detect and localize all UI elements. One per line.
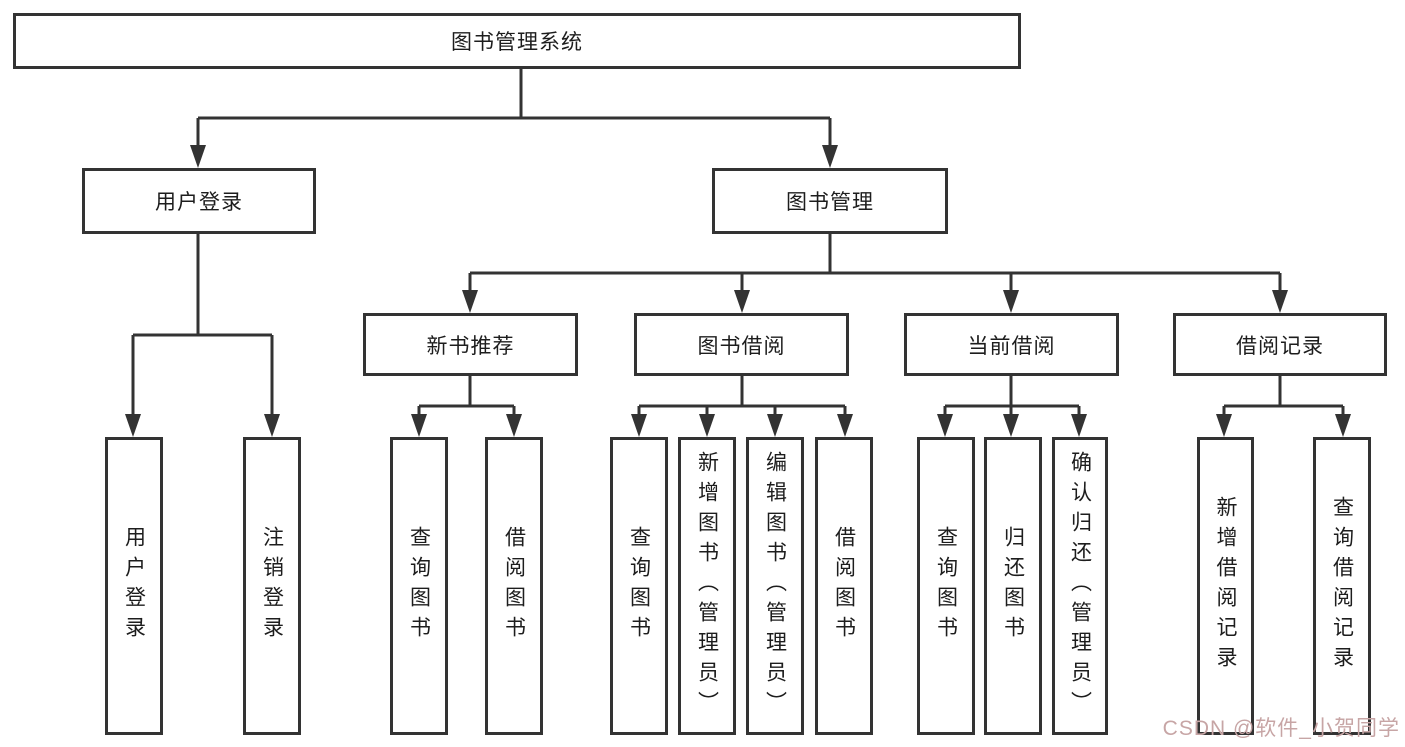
node-user-login: 用户登录 [82, 168, 316, 234]
node-label-add-books-admin: 新增图书（管理员） [695, 451, 719, 721]
node-add-borrow-record: 新增借阅记录 [1197, 437, 1254, 735]
csdn-watermark: CSDN @软件_小贺同学 [1162, 717, 1400, 740]
node-label-add-borrow-record: 新增借阅记录 [1214, 496, 1237, 676]
node-query-books-3: 查询图书 [917, 437, 975, 735]
node-book-borrow: 图书借阅 [634, 313, 849, 376]
node-label-current-borrow: 当前借阅 [967, 334, 1056, 358]
node-label-query-borrow-record: 查询借阅记录 [1330, 496, 1354, 676]
node-label-logout-leaf: 注销登录 [260, 526, 284, 646]
node-label-query-books-3: 查询图书 [934, 526, 958, 646]
node-label-user-login: 用户登录 [155, 191, 243, 214]
node-add-books-admin: 新增图书（管理员） [678, 437, 736, 735]
node-label-query-books-1: 查询图书 [407, 526, 431, 646]
node-label-root: 图书管理系统 [451, 31, 583, 54]
node-borrow-books-1: 借阅图书 [485, 437, 543, 735]
node-query-books-2: 查询图书 [610, 437, 668, 735]
node-label-borrow-records: 借阅记录 [1236, 334, 1324, 358]
node-label-confirm-return-admin: 确认归还（管理员） [1068, 451, 1092, 721]
node-new-book-recommend: 新书推荐 [363, 313, 578, 376]
node-edit-books-admin: 编辑图书（管理员） [746, 437, 804, 735]
node-book-management: 图书管理 [712, 168, 948, 234]
node-current-borrow: 当前借阅 [904, 313, 1119, 376]
node-query-borrow-record: 查询借阅记录 [1313, 437, 1371, 735]
node-label-new-book-recommend: 新书推荐 [426, 334, 515, 358]
node-borrow-records: 借阅记录 [1173, 313, 1387, 376]
node-label-query-books-2: 查询图书 [627, 526, 651, 646]
node-label-edit-books-admin: 编辑图书（管理员） [763, 451, 787, 721]
node-label-book-management: 图书管理 [786, 191, 874, 214]
node-label-borrow-books-1: 借阅图书 [502, 526, 526, 646]
node-label-return-books: 归还图书 [1001, 526, 1025, 646]
node-label-user-login-leaf: 用户登录 [122, 526, 146, 646]
node-logout-leaf: 注销登录 [243, 437, 301, 735]
node-label-book-borrow: 图书借阅 [697, 334, 786, 358]
node-query-books-1: 查询图书 [390, 437, 448, 735]
node-return-books: 归还图书 [984, 437, 1042, 735]
node-confirm-return-admin: 确认归还（管理员） [1052, 437, 1108, 735]
node-root: 图书管理系统 [13, 13, 1021, 69]
node-label-borrow-books-2: 借阅图书 [832, 526, 856, 646]
node-user-login-leaf: 用户登录 [105, 437, 163, 735]
node-borrow-books-2: 借阅图书 [815, 437, 873, 735]
